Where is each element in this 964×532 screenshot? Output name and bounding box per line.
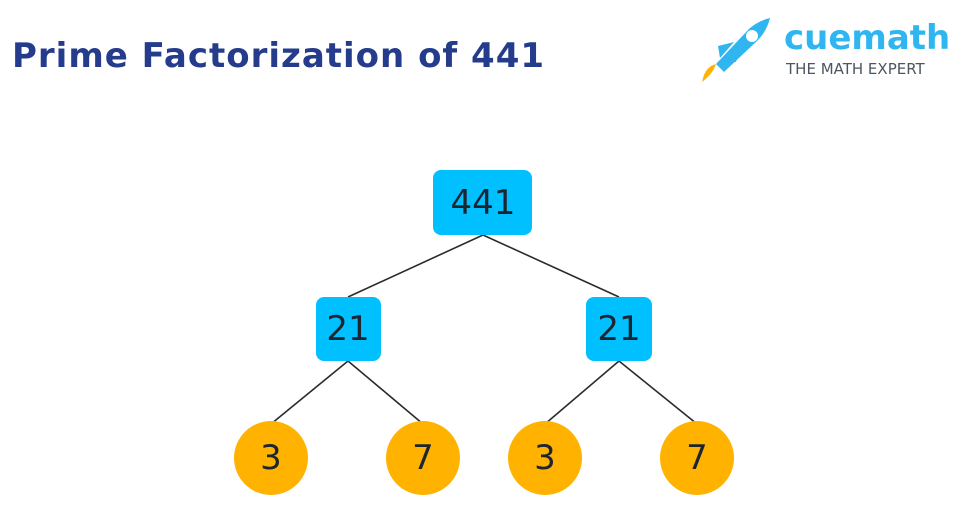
node-leaf-2-circle (386, 421, 460, 495)
node-level1-left-box (316, 297, 381, 361)
node-level1-right: 21 (586, 297, 652, 361)
node-leaf-4-circle (660, 421, 734, 495)
node-level1-right-label: 21 (597, 309, 640, 349)
node-level1-right-box (586, 297, 652, 361)
node-root-label: 441 (451, 183, 516, 223)
node-leaf-1-circle (234, 421, 308, 495)
node-level1-left: 21 (316, 297, 381, 361)
node-leaf-2-label: 7 (412, 438, 434, 478)
edge-root-left (347, 234, 484, 298)
brand-tagline: THE MATH EXPERT (786, 60, 925, 78)
node-level1-left-label: 21 (326, 309, 369, 349)
node-root: 441 (433, 170, 532, 235)
page-title: Prime Factorization of 441 (12, 36, 546, 76)
brand-logo: cuemath THE MATH EXPERT (694, 8, 954, 88)
node-leaf-4-label: 7 (686, 438, 708, 478)
edge-right-3 (544, 360, 620, 425)
node-leaf-4: 7 (660, 421, 734, 495)
node-leaf-3-label: 3 (534, 438, 556, 478)
edge-left-7 (347, 360, 424, 425)
node-leaf-2: 7 (386, 421, 460, 495)
node-root-box (433, 170, 532, 235)
edge-right-7 (618, 360, 698, 425)
node-leaf-1-label: 3 (260, 438, 282, 478)
rocket-icon (702, 18, 770, 82)
brand-name: cuemath (784, 18, 951, 58)
edge-left-3 (270, 360, 349, 425)
node-leaf-3-circle (508, 421, 582, 495)
edge-root-right (482, 234, 620, 298)
node-leaf-3: 3 (508, 421, 582, 495)
node-leaf-1: 3 (234, 421, 308, 495)
